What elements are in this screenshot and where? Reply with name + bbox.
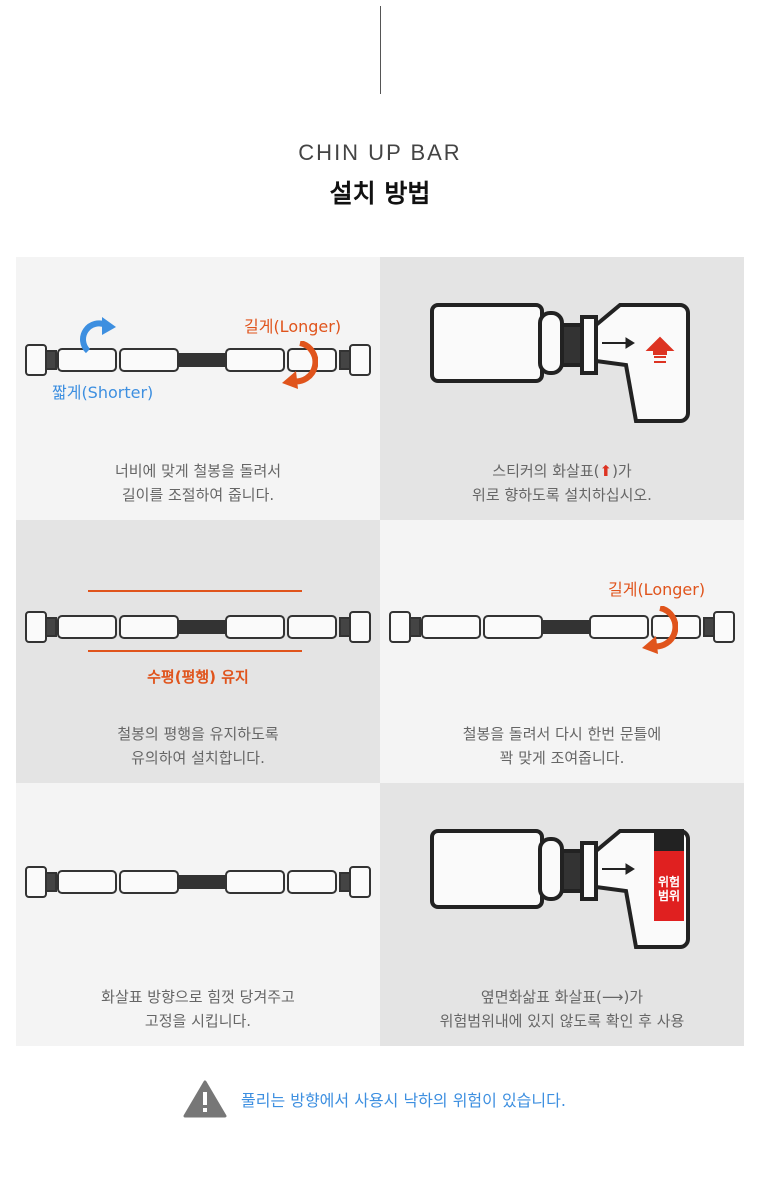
label-longer: 길게(Longer)	[244, 317, 342, 336]
bar-end-closeup	[430, 829, 690, 949]
warning-text: 풀리는 방향에서 사용시 낙하의 위험이 있습니다.	[241, 1091, 566, 1110]
bar-illustration	[25, 611, 371, 643]
divider-line	[380, 6, 381, 94]
label-shorter: 짧게(Shorter)	[52, 383, 154, 402]
level-line	[88, 650, 302, 652]
bar-illustration	[25, 866, 371, 898]
page-subtitle: CHIN UP BAR	[298, 140, 462, 165]
bar-end-closeup	[430, 303, 690, 423]
rotate-arrow-orange-icon	[642, 606, 678, 654]
warning-icon	[183, 1080, 227, 1118]
rotate-arrow-orange-icon	[282, 341, 318, 389]
warning-notice: 풀리는 방향에서 사용시 낙하의 위험이 있습니다.	[183, 1080, 566, 1118]
page-title: 설치 방법	[329, 179, 431, 208]
bar-illustration	[389, 611, 735, 643]
label-longer: 길게(Longer)	[608, 580, 706, 599]
label-level: 수평(평행) 유지	[147, 668, 249, 686]
level-line	[88, 590, 302, 592]
up-arrow-icon: ⬆	[599, 462, 613, 480]
rotate-arrow-blue-icon	[80, 317, 116, 354]
right-arrow-icon: ⟶	[601, 988, 624, 1006]
